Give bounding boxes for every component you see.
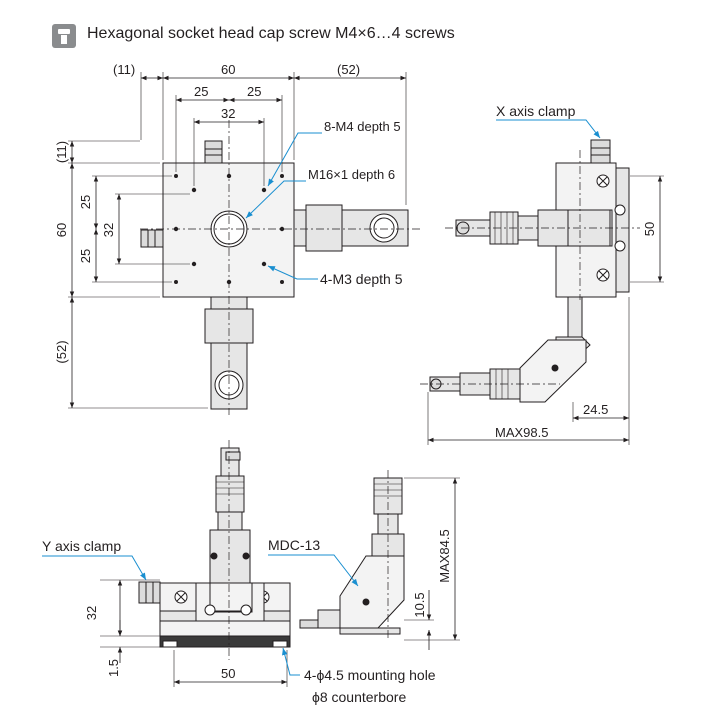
dim-width-60: 60 xyxy=(221,62,235,77)
hex-socket-screw-icon xyxy=(52,24,76,48)
end-view-dimensions: MDC-13 MAX84.5 10.5 xyxy=(268,529,452,617)
label-m16: M16×1 depth 6 xyxy=(308,167,395,182)
label-m3: 4-M3 depth 5 xyxy=(320,271,403,287)
dim-pitch-32: 32 xyxy=(221,106,235,121)
side-view xyxy=(420,119,664,445)
label-mdc-13: MDC-13 xyxy=(268,537,320,553)
side-view-dimensions: X axis clamp 50 24.5 MAX98.5 xyxy=(495,103,657,440)
label-mounting-hole: 4-ϕ4.5 mounting hole xyxy=(304,667,436,683)
dim-vpitch-25-a: 25 xyxy=(78,195,93,209)
dim-side-height-50: 50 xyxy=(642,222,657,236)
dim-max-98-5: MAX98.5 xyxy=(495,425,548,440)
label-x-clamp: X axis clamp xyxy=(496,103,576,119)
label-counterbore: ϕ8 counterbore xyxy=(312,689,406,705)
top-view xyxy=(68,72,420,415)
dim-front-height-32: 32 xyxy=(84,606,99,620)
dim-vpitch-25-b: 25 xyxy=(78,249,93,263)
dim-height-60: 60 xyxy=(54,223,69,237)
dim-right-52: (52) xyxy=(337,62,360,77)
end-view xyxy=(268,470,460,650)
dim-offset-24-5: 24.5 xyxy=(583,402,608,417)
front-view xyxy=(42,440,300,687)
dim-pitch-25-b: 25 xyxy=(247,84,261,99)
dim-front-width-50: 50 xyxy=(221,666,235,681)
top-view-dimensions: (11) 60 (52) 25 25 32 (11) 60 25 32 25 (… xyxy=(54,62,403,364)
dim-left-11: (11) xyxy=(113,62,135,77)
front-view-dimensions: Y axis clamp 32 1.5 50 4-ϕ4.5 mounting h… xyxy=(42,538,436,705)
dim-top-11: (11) xyxy=(54,141,69,163)
dim-offset-10-5: 10.5 xyxy=(412,592,427,617)
dim-vpitch-32: 32 xyxy=(101,223,116,237)
dim-pitch-25-a: 25 xyxy=(194,84,208,99)
dim-max-84-5: MAX84.5 xyxy=(437,529,452,582)
dim-bottom-52: (52) xyxy=(54,340,69,363)
label-m4: 8-M4 depth 5 xyxy=(324,119,401,134)
label-y-clamp: Y axis clamp xyxy=(42,538,121,554)
header-note: Hexagonal socket head cap screw M4×6…4 s… xyxy=(87,25,455,42)
dim-base-1-5: 1.5 xyxy=(106,659,121,677)
